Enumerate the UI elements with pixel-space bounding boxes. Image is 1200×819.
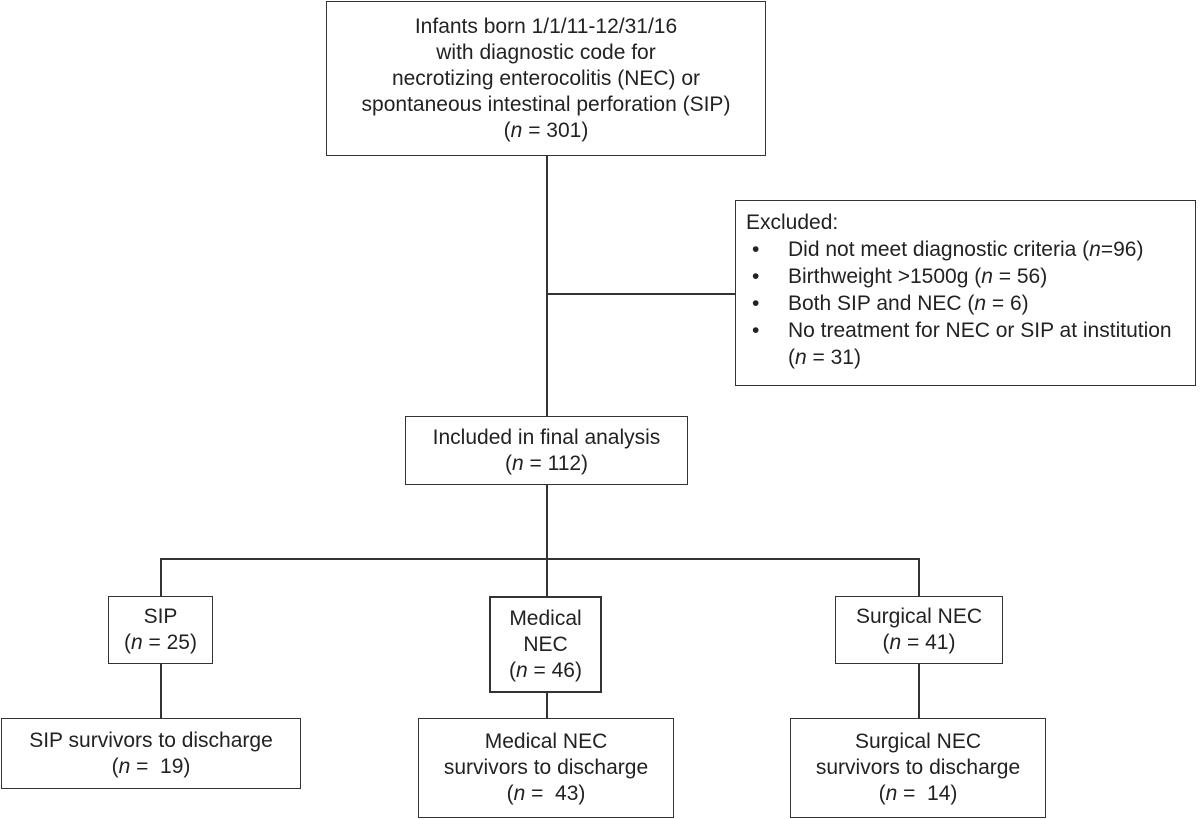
medical-label-2: NEC [523, 632, 568, 656]
excluded-item: Both SIP and NEC (n = 6) [746, 290, 1185, 317]
connector-top-to-included [546, 156, 548, 416]
medical-label-1: Medical [509, 606, 582, 630]
medical-survivors-label-1: Medical NEC [484, 730, 608, 753]
connector-to-excluded [546, 293, 735, 295]
excluded-item: Birthweight >1500g (n = 56) [746, 263, 1185, 290]
box-medical-nec: Medical NEC (n = 46) [489, 596, 602, 693]
top-line-1: Infants born 1/1/11-12/31/16 [414, 14, 678, 38]
top-count: (n = 301) [503, 118, 589, 142]
box-surgical-nec: Surgical NEC (n = 41) [835, 596, 1003, 664]
medical-survivors-label-2: survivors to discharge [443, 756, 649, 779]
connector-included-to-branch [546, 485, 548, 559]
surgical-label: Surgical NEC [855, 605, 983, 628]
connector-branch-horizontal [160, 558, 919, 560]
box-infants-born: Infants born 1/1/11-12/31/16 with diagno… [326, 1, 766, 156]
connector-branch-to-surgical [918, 558, 920, 596]
box-included: Included in final analysis (n = 112) [405, 416, 688, 485]
excluded-item: Did not meet diagnostic criteria (n=96) [746, 236, 1185, 263]
excluded-item: No treatment for NEC or SIP at instituti… [746, 317, 1185, 371]
box-surgical-survivors: Surgical NEC survivors to discharge (n =… [790, 718, 1046, 818]
connector-medical-to-survivors [546, 693, 548, 718]
connector-branch-to-medical [546, 558, 548, 596]
sip-count: (n = 25) [124, 631, 197, 654]
surgical-survivors-label-2: survivors to discharge [815, 756, 1021, 779]
box-sip: SIP (n = 25) [108, 596, 213, 664]
surgical-count: (n = 41) [882, 631, 956, 654]
included-count: (n = 112) [504, 451, 589, 475]
sip-label: SIP [143, 605, 178, 628]
top-line-2: with diagnostic code for [436, 40, 656, 64]
box-sip-survivors: SIP survivors to discharge (n = 19) [1, 718, 301, 789]
surgical-survivors-count: (n = 14) [878, 782, 958, 805]
top-line-4: spontaneous intestinal perforation (SIP) [361, 92, 731, 116]
box-medical-survivors: Medical NEC survivors to discharge (n = … [418, 718, 674, 818]
excluded-list: Did not meet diagnostic criteria (n=96) … [746, 236, 1185, 371]
connector-surgical-to-survivors [918, 664, 920, 718]
surgical-survivors-label-1: Surgical NEC [854, 730, 982, 753]
connector-sip-to-survivors [160, 664, 162, 718]
included-label: Included in final analysis [432, 425, 661, 449]
top-line-3: necrotizing enterocolitis (NEC) or [391, 66, 701, 90]
excluded-title: Excluded: [746, 211, 839, 234]
medical-survivors-count: (n = 43) [506, 782, 586, 805]
connector-branch-to-sip [160, 558, 162, 596]
sip-survivors-label: SIP survivors to discharge [29, 728, 273, 752]
box-excluded: Excluded: Did not meet diagnostic criter… [735, 200, 1196, 386]
sip-survivors-count: (n = 19) [111, 754, 191, 778]
medical-count: (n = 46) [509, 658, 582, 682]
